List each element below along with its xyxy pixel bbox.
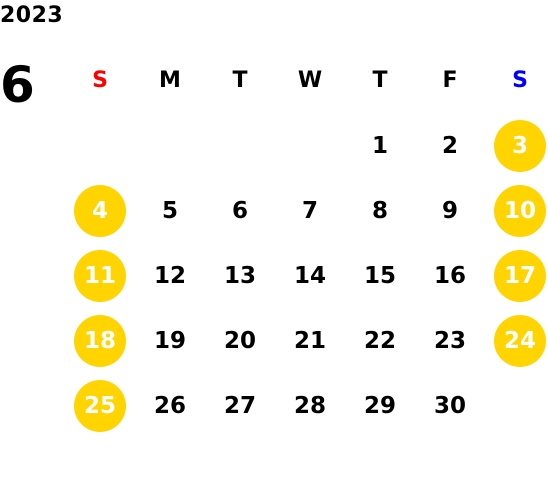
day-number: 9 [441,197,458,224]
day-number: 5 [161,197,178,224]
weekend-day-number: 24 [494,314,546,367]
day-number: 23 [433,327,466,354]
day-cell: 2 [415,113,485,178]
day-cell: 3 [485,113,548,178]
weekend-day-number: 18 [74,314,126,367]
day-cell: 4 [65,178,135,243]
day-number: 30 [433,392,466,419]
day-cell: 6 [205,178,275,243]
day-cell: 28 [275,373,345,438]
day-number: 22 [363,327,396,354]
weekend-day-number: 25 [74,379,126,432]
day-number: 8 [371,197,388,224]
day-cell: 23 [415,308,485,373]
calendar-grid: S M T W T F S 1 2 3 4 5 6 7 8 9 10 11 12… [65,48,548,438]
day-number: 2 [441,132,458,159]
day-cell: 13 [205,243,275,308]
day-cell: 30 [415,373,485,438]
day-number: 16 [433,262,466,289]
weekend-day-number: 3 [494,119,546,172]
day-number: 21 [293,327,326,354]
weekend-day-number: 17 [494,249,546,302]
weekday-header-fri: F [442,68,458,93]
day-cell: 24 [485,308,548,373]
weekend-day-number: 10 [494,184,546,237]
day-cell: 29 [345,373,415,438]
day-cell: 18 [65,308,135,373]
weekday-header-sat: S [512,68,528,93]
day-cell [65,113,135,178]
day-cell: 10 [485,178,548,243]
day-cell: 21 [275,308,345,373]
day-number: 7 [301,197,318,224]
day-number: 1 [371,132,388,159]
day-cell: 17 [485,243,548,308]
day-cell: 1 [345,113,415,178]
day-cell: 9 [415,178,485,243]
day-number: 12 [153,262,186,289]
day-cell [485,373,548,438]
day-number: 13 [223,262,256,289]
weekday-header-wed: W [297,68,323,93]
weekday-header-tue: T [232,68,248,93]
weekend-day-number: 11 [74,249,126,302]
day-cell: 27 [205,373,275,438]
day-cell [275,113,345,178]
day-cell: 8 [345,178,415,243]
day-cell: 5 [135,178,205,243]
day-cell: 20 [205,308,275,373]
day-cell: 26 [135,373,205,438]
weekday-header-thu: T [372,68,388,93]
day-cell: 14 [275,243,345,308]
weekday-header-sun: S [92,68,108,93]
day-cell [205,113,275,178]
day-cell: 7 [275,178,345,243]
day-cell [135,113,205,178]
day-number: 29 [363,392,396,419]
day-number: 20 [223,327,256,354]
weekday-header-mon: M [159,68,181,93]
year-label: 2023 [0,3,64,28]
day-number: 28 [293,392,326,419]
day-number: 15 [363,262,396,289]
day-number: 27 [223,392,256,419]
day-cell: 16 [415,243,485,308]
weekend-day-number: 4 [74,184,126,237]
month-number: 6 [0,56,35,114]
day-cell: 11 [65,243,135,308]
day-number: 19 [153,327,186,354]
day-cell: 25 [65,373,135,438]
day-number: 6 [231,197,248,224]
day-number: 26 [153,392,186,419]
day-cell: 22 [345,308,415,373]
day-cell: 12 [135,243,205,308]
day-cell: 19 [135,308,205,373]
day-cell: 15 [345,243,415,308]
day-number: 14 [293,262,326,289]
